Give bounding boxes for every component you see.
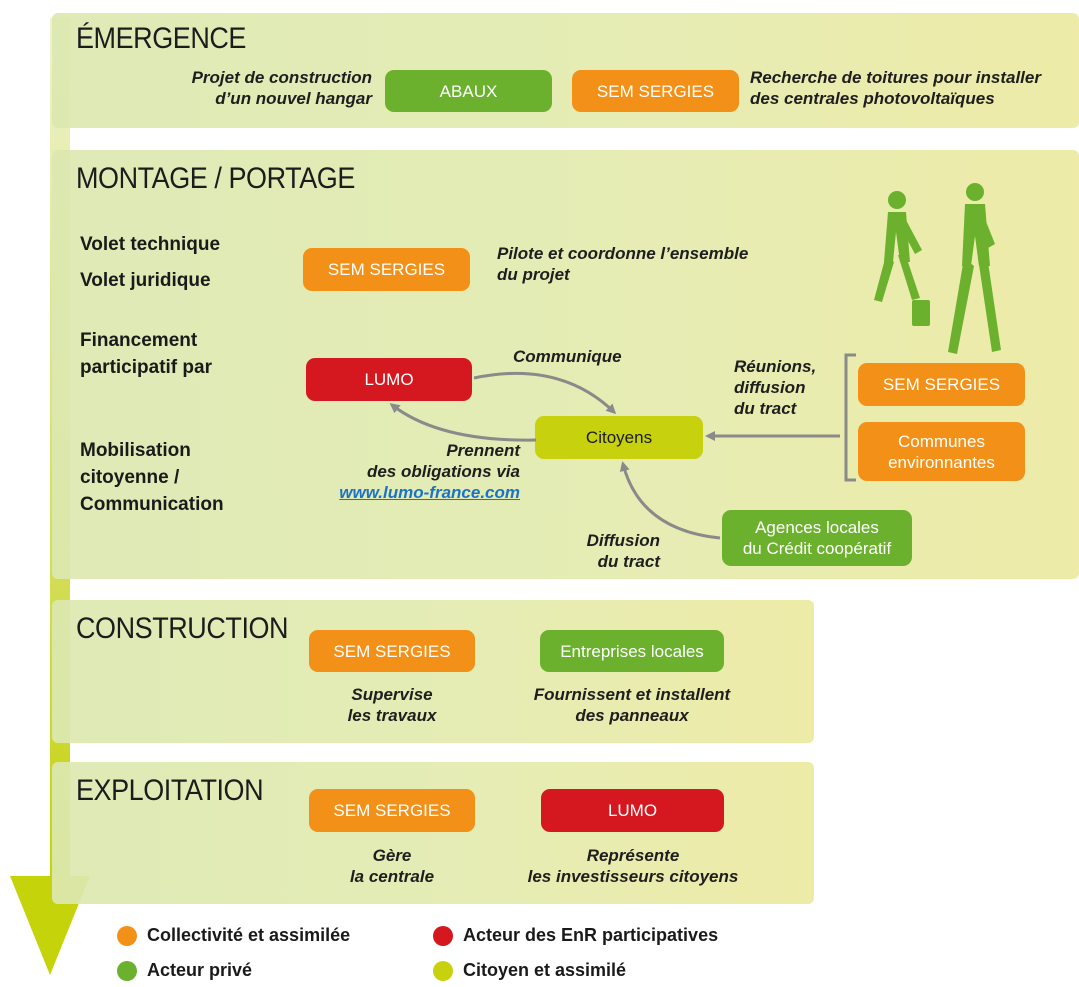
box-sem-sergies-montage: SEM SERGIES (303, 248, 470, 291)
emergence-title: ÉMERGENCE (76, 22, 246, 55)
construction-title: CONSTRUCTION (76, 612, 289, 645)
legend-lime-dot-icon (433, 960, 453, 981)
box-abaux: ABAUX (385, 70, 552, 112)
legend-red-dot-icon (433, 925, 453, 946)
box-entreprises-locales: Entreprises locales (540, 630, 724, 672)
box-lumo-exploitation: LUMO (541, 789, 724, 832)
box-sem-sergies-right: SEM SERGIES (858, 363, 1025, 406)
note-communique: Communique (513, 347, 622, 366)
box-sem-sergies-exploitation: SEM SERGIES (309, 789, 475, 832)
box-communes-environnantes: Communes environnantes (858, 422, 1025, 481)
label-financement: Financement participatif par (80, 330, 212, 378)
legend-collectivite: Collectivité et assimilée (117, 925, 350, 946)
emergence-note-right: Recherche de toitures pour installer des… (750, 68, 1041, 108)
note-supervise: Supervise les travaux (347, 685, 437, 725)
legend-orange-dot-icon (117, 925, 137, 946)
label-mobilisation: Mobilisation citoyenne / Communication (80, 440, 224, 515)
label-volet-technique: Volet technique (80, 234, 221, 255)
emergence-note-left: Projet de construction d’un nouvel hanga… (191, 68, 372, 108)
montage-title: MONTAGE / PORTAGE (76, 162, 355, 195)
exploitation-panel (52, 762, 814, 904)
note-prennent: Prennent des obligations via www.lumo-fr… (339, 441, 520, 502)
note-represente: Représente les investisseurs citoyens (527, 846, 739, 886)
link-lumo-france[interactable]: www.lumo-france.com (339, 483, 520, 502)
label-volet-juridique: Volet juridique (80, 270, 211, 291)
emergence-panel (52, 13, 1079, 128)
box-lumo-montage: LUMO (306, 358, 472, 401)
note-pilote: Pilote et coordonne l’ensemble du projet (497, 244, 749, 284)
box-agences-locales: Agences locales du Crédit coopératif (722, 510, 912, 566)
box-sem-sergies-emergence: SEM SERGIES (572, 70, 739, 112)
legend-acteur-prive: Acteur privé (117, 960, 252, 981)
note-reunions: Réunions, diffusion du tract (734, 357, 817, 418)
box-sem-sergies-construction: SEM SERGIES (309, 630, 475, 672)
note-diffusion: Diffusion du tract (586, 531, 660, 571)
box-citoyens: Citoyens (535, 416, 703, 459)
exploitation-title: EXPLOITATION (76, 774, 264, 807)
note-gere: Gère la centrale (349, 846, 435, 886)
note-fournissent: Fournissent et installent des panneaux (533, 685, 731, 725)
legend-green-dot-icon (117, 960, 137, 981)
legend-citoyen: Citoyen et assimilé (433, 960, 626, 981)
legend-acteur-enr: Acteur des EnR participatives (433, 925, 718, 946)
